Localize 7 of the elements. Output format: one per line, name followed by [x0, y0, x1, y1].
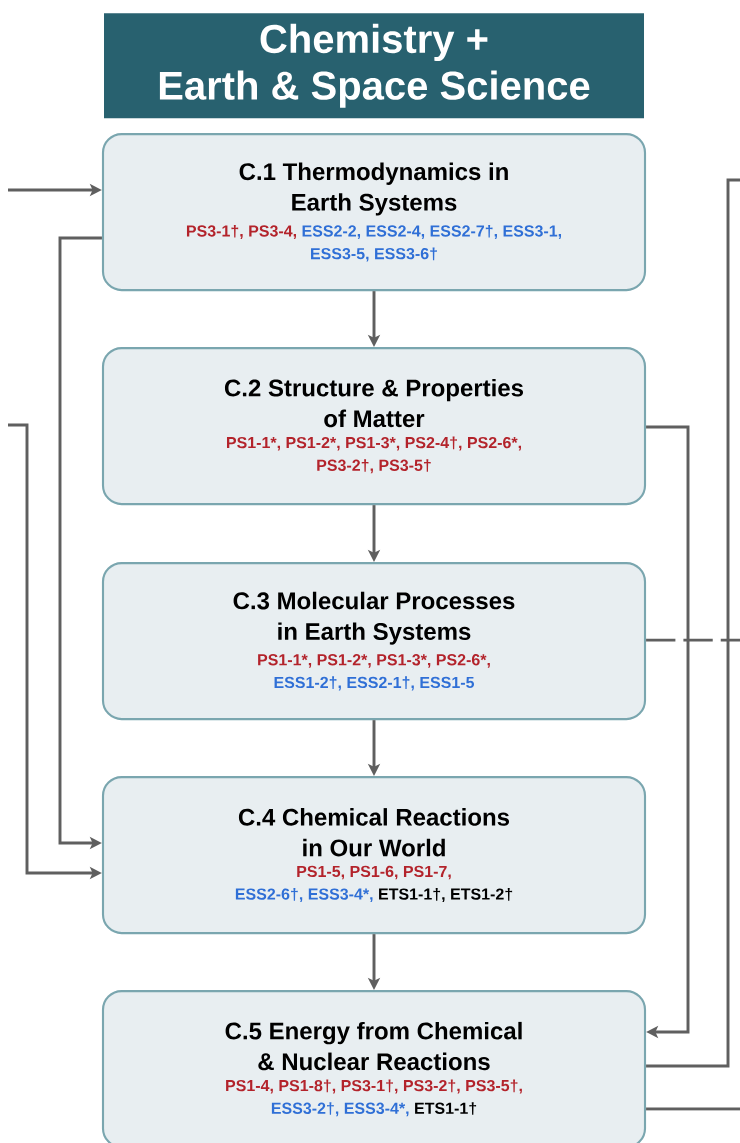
process-box: C.4 Chemical Reactions in Our World PS1-5, PS1-6, PS1-7, ESS2-6†, ESS3-4*, ETS1-1†, ETS1-2† [101, 776, 647, 935]
process-box: C.3 Molecular Processes in Earth Systems PS1-1*, PS1-2*, PS1-3*, PS2-6*, ESS1-2†, ESS2-1†, ESS1-5 [101, 562, 647, 721]
title-banner: Chemistry + Earth & Space Science [104, 13, 644, 119]
process-box: C.5 Energy from Chemical & Nuclear Reactions PS1-4, PS1-8†, PS3-1†, PS3-2†, PS3-5†, ESS3-2†, ESS3-4*, ETS1-1† [101, 990, 647, 1143]
process-box: C.1 Thermodynamics in Earth Systems PS3-1†, PS3-4, ESS2-2, ESS2-4, ESS2-7†, ESS3-1, ESS3-5, ESS3-6† [101, 133, 647, 292]
process-box: C.2 Structure & Properties of Matter PS1-1*, PS1-2*, PS1-3*, PS2-4†, PS2-6*, PS3-2†, PS3-5† [101, 347, 647, 506]
arrow [646, 425, 690, 1039]
